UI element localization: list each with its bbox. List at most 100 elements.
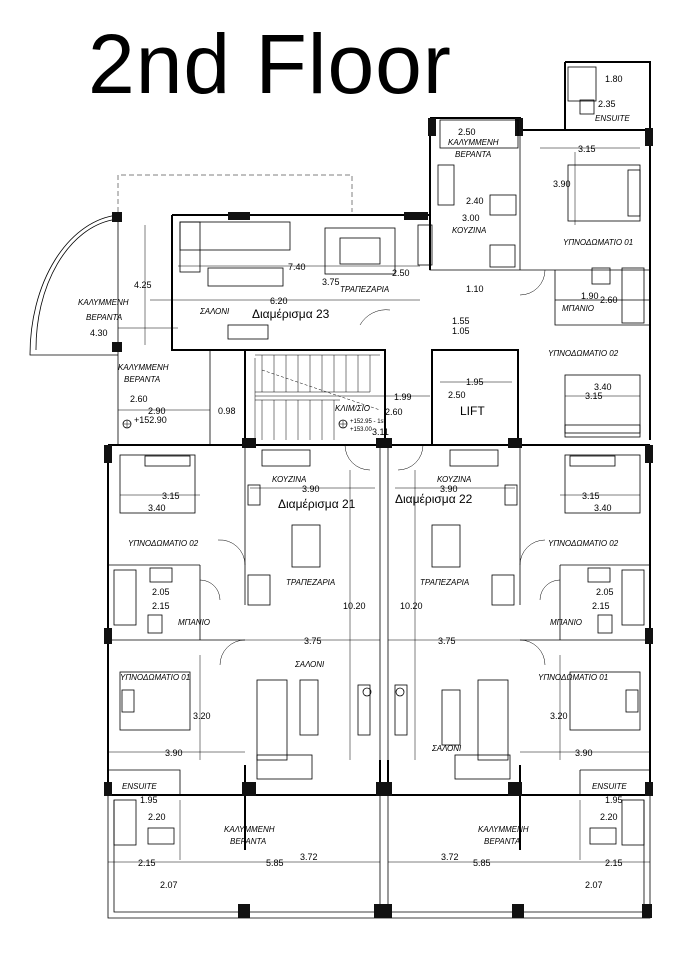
dim-3-90-k22: 3.90 [440,484,458,494]
dim-3-72-l: 3.72 [300,852,318,862]
partitions [108,130,650,795]
dim-10-20-r: 10.20 [400,601,423,611]
dim-1-95-r: 1.95 [605,795,623,805]
dim-2-60-l: 2.60 [130,394,148,404]
dim-2-90: 2.90 [148,406,166,416]
dim-3-11: 3.11 [372,427,389,437]
dim-1-99: 1.99 [394,392,412,402]
veranda-23-left-2: ΒΕΡΑΝΤΑ [86,313,122,322]
dining-22-label: ΤΡΑΠΕΖΑΡΙΑ [420,578,469,587]
kitchen-21-label: ΚΟΥΖΙΝΑ [272,475,306,484]
dim-3-15-rr: 3.15 [582,491,600,501]
dim-3-90-top: 3.90 [553,179,571,189]
dim-2-40: 2.40 [466,196,484,206]
dim-2-35: 2.35 [598,99,616,109]
dim-2-15-br: 2.15 [605,858,623,868]
bath-22-label: ΜΠΑΝΙΟ [550,618,582,627]
dim-3-15-r: 3.15 [585,391,603,401]
furniture-apt22 [394,449,645,846]
ensuite-23-label: ENSUITE [595,114,630,123]
kitchen-23-label: ΚΟΥΖΙΝΑ [452,226,486,235]
veranda-23-left-1: ΚΑΛΥΜΜΕΝΗ [78,298,129,307]
elevation-3: +152.90 [134,415,167,425]
dim-2-50-lift: 2.50 [448,390,466,400]
living-21-label: ΣΑΛΟΝΙ [294,660,325,669]
elevation-1: +152.95 - 1st [350,419,386,425]
dim-2-07-r: 2.07 [585,880,603,890]
veranda-21-2: ΒΕΡΑΝΤΑ [230,837,266,846]
dim-4-25: 4.25 [134,280,152,290]
bedroom-22-01-label: ΥΠΝΟΔΩΜΑΤΙΟ 01 [538,673,608,682]
furniture-apt21 [113,449,371,846]
columns [104,118,653,918]
dim-4-30: 4.30 [90,328,108,338]
dim-3-40-rr: 3.40 [594,503,612,513]
dim-5-85-l: 5.85 [266,858,284,868]
dim-2-20-r: 2.20 [600,812,618,822]
veranda-22-2: ΒΕΡΑΝΤΑ [484,837,520,846]
curved-veranda [29,214,119,356]
dim-2-15-r: 2.15 [592,601,610,611]
veranda-23-side-2: ΒΕΡΑΝΤΑ [124,375,160,384]
apt22-label: Διαμέρισμα 22 [395,492,473,506]
dim-2-20-l: 2.20 [148,812,166,822]
dim-3-72-r: 3.72 [441,852,459,862]
veranda-23-side-1: ΚΑΛΥΜΜΕΝΗ [118,363,169,372]
dim-2-60-r: 2.60 [600,295,618,305]
ensuite-22-label: ENSUITE [592,782,627,791]
ensuite-21-label: ENSUITE [122,782,157,791]
dim-3-75-top: 3.75 [322,277,340,287]
bath-23-label: ΜΠΑΝΙΟ [562,304,594,313]
dim-2-50-top: 2.50 [458,127,476,137]
dim-10-20-l: 10.20 [343,601,366,611]
dim-3-90-bl: 3.90 [165,748,183,758]
dim-3-90-br: 3.90 [575,748,593,758]
bedroom-23-01-label: ΥΠΝΟΔΩΜΑΤΙΟ 01 [563,238,633,247]
dim-3-20-l: 3.20 [193,711,211,721]
dim-3-75-l: 3.75 [304,636,322,646]
apt21-label: Διαμέρισμα 21 [278,497,356,511]
dim-3-15-l: 3.15 [162,491,180,501]
dim-1-80: 1.80 [605,74,623,84]
page-title: 2nd Floor [88,17,452,111]
bath-21-label: ΜΠΑΝΙΟ [178,618,210,627]
veranda-21-1: ΚΑΛΥΜΜΕΝΗ [224,825,275,834]
dim-0-98: 0.98 [218,406,236,416]
bedroom-21-01-label: ΥΠΝΟΔΩΜΑΤΙΟ 01 [120,673,190,682]
dim-1-10: 1.10 [466,284,484,294]
bedroom-23-02-label: ΥΠΝΟΔΩΜΑΤΙΟ 02 [548,349,619,358]
door-swings [199,269,561,666]
bedroom-21-02-label: ΥΠΝΟΔΩΜΑΤΙΟ 02 [128,539,199,548]
dim-1-95-lift: 1.95 [466,377,484,387]
dim-1-90: 1.90 [581,291,599,301]
dim-3-40-l: 3.40 [148,503,166,513]
dim-3-00: 3.00 [462,213,480,223]
dim-2-05-l: 2.05 [152,587,170,597]
bottom-veranda [107,795,651,919]
dim-3-15-top: 3.15 [578,144,596,154]
bedroom-22-02-label: ΥΠΝΟΔΩΜΑΤΙΟ 02 [548,539,619,548]
kitchen-22-label: ΚΟΥΖΙΝΑ [437,475,471,484]
veranda-22-1: ΚΑΛΥΜΜΕΝΗ [478,825,529,834]
level-markers [122,419,405,697]
lift-label: LIFT [460,404,485,418]
living-22-label: ΣΑΛΟΝΙ [431,744,462,753]
dim-2-50-mid: 2.50 [392,268,410,278]
dim-5-85-r: 5.85 [473,858,491,868]
dim-2-05-r: 2.05 [596,587,614,597]
dim-2-15-bl: 2.15 [138,858,156,868]
lift-shaft [431,349,519,446]
dim-3-40-r: 3.40 [594,382,612,392]
upper-outline [117,174,353,212]
stair-core [244,349,386,446]
dim-1-55: 1.55 [452,316,470,326]
dining-23-label: ΤΡΑΠΕΖΑΡΙΑ [340,285,389,294]
dim-3-20-r: 3.20 [550,711,568,721]
dim-1-05: 1.05 [452,326,470,336]
dim-2-60-st: 2.60 [385,407,403,417]
living-23-label: ΣΑΛΟΝΙ [199,307,230,316]
elevation-2: +153.00 [350,427,373,433]
dining-21-label: ΤΡΑΠΕΖΑΡΙΑ [286,578,335,587]
dim-2-15-l: 2.15 [152,601,170,611]
